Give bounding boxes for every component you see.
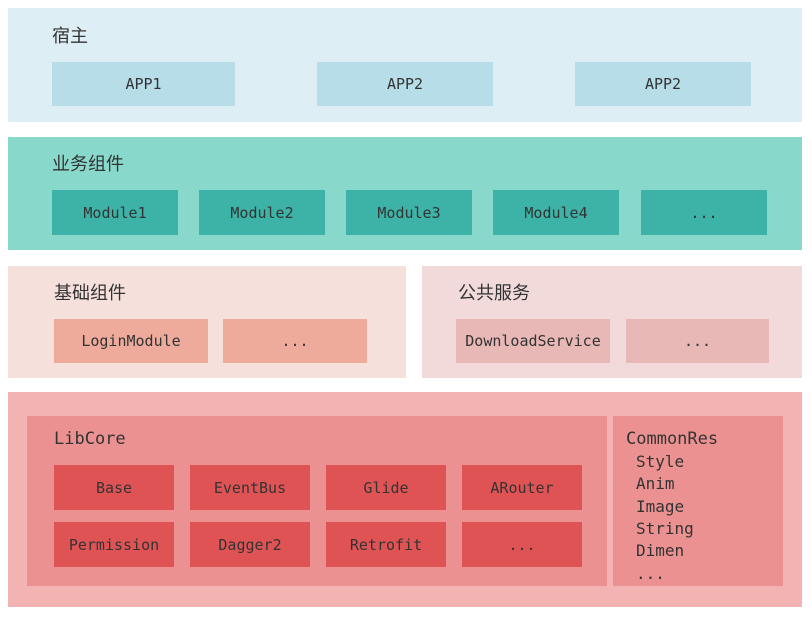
basic-layer-title: 基础组件: [54, 283, 126, 304]
module-box-3: Module3: [346, 190, 472, 235]
res-item-anim: Anim: [636, 474, 675, 493]
core-box-arouter: ARouter: [462, 465, 582, 510]
login-module-box: LoginModule: [54, 319, 208, 363]
common-res-panel: [613, 416, 783, 586]
module-box-4: Module4: [493, 190, 619, 235]
common-res-title: CommonRes: [626, 429, 719, 449]
res-item-dimen: Dimen: [636, 541, 685, 560]
libcore-title: LibCore: [54, 429, 126, 449]
core-box-dagger2: Dagger2: [190, 522, 310, 567]
basic-more-box: ...: [223, 319, 367, 363]
core-box-glide: Glide: [326, 465, 446, 510]
public-layer-title: 公共服务: [458, 283, 530, 304]
app-box-2: APP2: [317, 62, 493, 106]
module-box-2: Module2: [199, 190, 325, 235]
core-box-base: Base: [54, 465, 174, 510]
res-item-more: ...: [636, 564, 665, 583]
module-box-1: Module1: [52, 190, 178, 235]
core-box-retrofit: Retrofit: [326, 522, 446, 567]
business-layer-title: 业务组件: [52, 154, 124, 175]
download-service-box: DownloadService: [456, 319, 610, 363]
core-box-permission: Permission: [54, 522, 174, 567]
app-box-3: APP2: [575, 62, 751, 106]
core-box-eventbus: EventBus: [190, 465, 310, 510]
res-item-image: Image: [636, 497, 685, 516]
public-more-box: ...: [626, 319, 769, 363]
host-layer-title: 宿主: [52, 26, 88, 47]
module-box-more: ...: [641, 190, 767, 235]
res-item-style: Style: [636, 452, 685, 471]
app-box-1: APP1: [52, 62, 235, 106]
res-item-string: String: [636, 519, 694, 538]
core-box-more: ...: [462, 522, 582, 567]
